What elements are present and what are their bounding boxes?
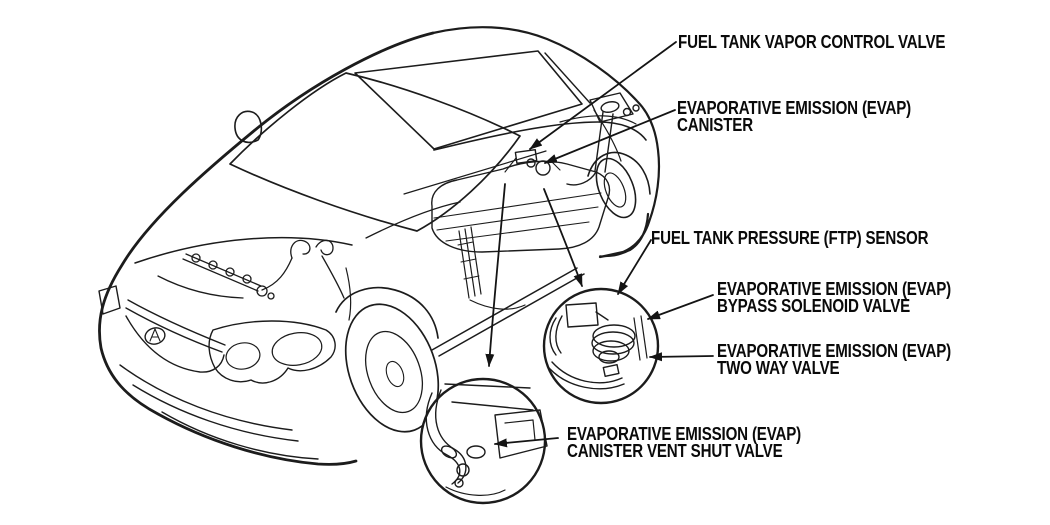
label-fuel-tank-vapor-control-valve: FUEL TANK VAPOR CONTROL VALVE bbox=[678, 32, 946, 52]
leader-vent-shut-valve bbox=[494, 437, 559, 448]
fuel-tank-assembly bbox=[431, 101, 640, 310]
leader-ftp-sensor bbox=[617, 239, 652, 295]
leader-bypass-solenoid bbox=[647, 294, 714, 320]
leader-to-valves-circle bbox=[543, 188, 583, 287]
leader-two-way-valve bbox=[649, 352, 714, 362]
label-evap-two-way-valve: EVAPORATIVE EMISSION (EVAP) TWO WAY VALV… bbox=[717, 341, 952, 378]
car-illustration bbox=[98, 26, 661, 466]
leader-to-vent-circle bbox=[485, 183, 506, 367]
detail-circle-vent-valve bbox=[419, 377, 548, 505]
label-evap-bypass-solenoid-valve: EVAPORATIVE EMISSION (EVAP) BYPASS SOLEN… bbox=[717, 279, 952, 316]
leader-vapor-control-valve bbox=[529, 41, 677, 150]
detail-circle-tank-valves bbox=[542, 287, 660, 405]
leader-evap-canister bbox=[544, 109, 676, 164]
leader-lines bbox=[485, 41, 714, 448]
label-evap-canister-vent-shut-valve: EVAPORATIVE EMISSION (EVAP) CANISTER VEN… bbox=[567, 424, 802, 461]
label-fuel-tank-pressure-sensor: FUEL TANK PRESSURE (FTP) SENSOR bbox=[651, 228, 929, 248]
label-evap-canister: EVAPORATIVE EMISSION (EVAP) CANISTER bbox=[677, 98, 912, 135]
engine-bay-detail bbox=[157, 239, 345, 300]
